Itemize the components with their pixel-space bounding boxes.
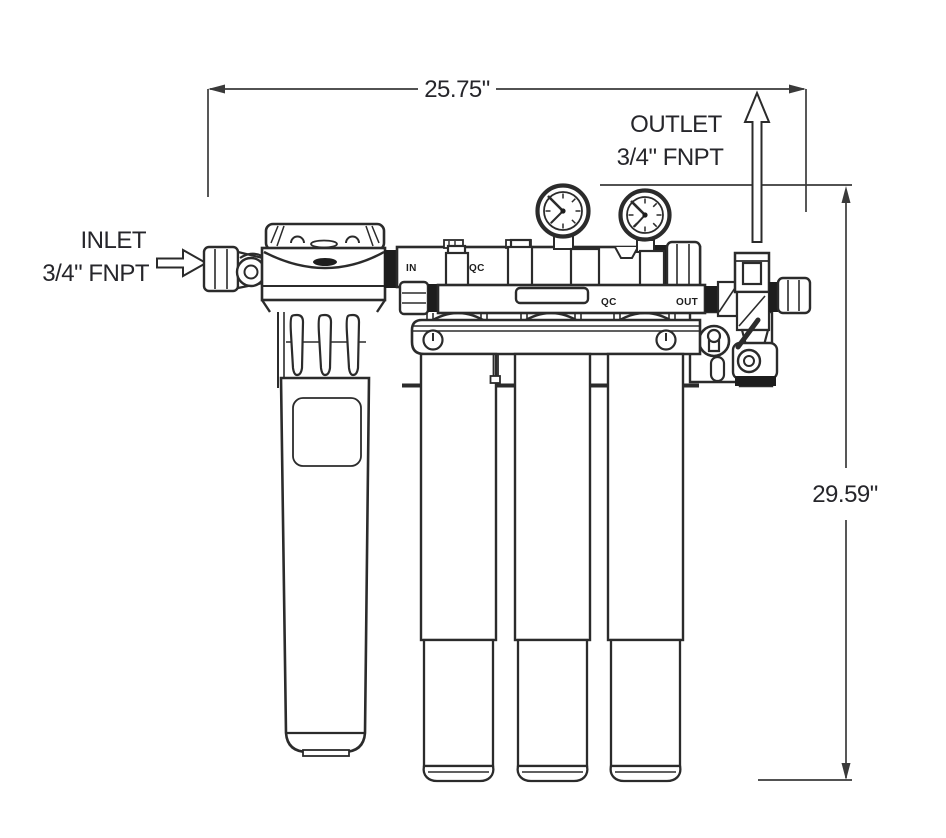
outlet-title: OUTLET [630, 111, 723, 138]
outlet-size: 3/4" FNPT [617, 144, 725, 171]
manifold: IN QC QC OUT [384, 183, 718, 324]
bracket-screw-left-icon [422, 329, 444, 351]
manifold-in-label: IN [406, 263, 417, 274]
cartridge-3 [606, 352, 685, 783]
inlet-flow-arrow-icon [156, 248, 209, 278]
dimension-width: 25.75" [207, 76, 807, 212]
inlet-fitting [202, 245, 270, 293]
inlet-title: INLET [80, 227, 146, 254]
pressure-gauge-left-icon [535, 183, 591, 239]
dimension-height: 29.59" [600, 184, 878, 781]
prefilter-label-area [292, 397, 362, 467]
prefilter-head [260, 246, 387, 302]
width-dimension-label: 25.75" [424, 76, 490, 103]
bracket-screw-right-icon [655, 329, 677, 351]
height-dimension-label: 29.59" [812, 481, 878, 508]
cartridge-1 [419, 352, 498, 783]
filter-cartridges [419, 352, 685, 783]
dimension-arrow-down-icon [841, 763, 851, 780]
outlet-valve [716, 251, 812, 386]
pressure-gauge-right-icon [618, 188, 672, 242]
manifold-out-label: OUT [676, 297, 698, 308]
dimension-arrow-left-icon [208, 84, 225, 94]
dimension-arrow-right-icon [789, 84, 806, 94]
mount-slot [709, 355, 726, 383]
dimension-arrow-up-icon [841, 186, 851, 203]
outlet-flow-arrow-icon [743, 90, 771, 243]
prefilter-housing [260, 222, 387, 757]
cartridge-2 [513, 352, 592, 783]
inlet-size: 3/4" FNPT [42, 260, 150, 287]
manifold-qc-top-label: QC [469, 263, 485, 274]
drain-tube [489, 354, 501, 384]
prefilter-ribs [289, 313, 361, 377]
flush-valve-lever [735, 317, 761, 350]
manifold-qc-bottom-label: QC [601, 297, 617, 308]
outlet-label: OUTLET 3/4" FNPT [617, 90, 771, 243]
inlet-label: INLET 3/4" FNPT [42, 227, 209, 287]
